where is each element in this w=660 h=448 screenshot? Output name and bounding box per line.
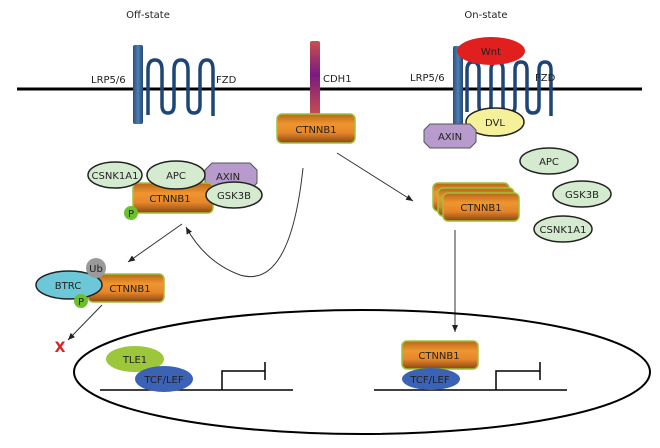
gsk3b-complex-label: GSK3B [217, 191, 251, 202]
phospho-complex [124, 206, 138, 220]
ctnnb1-complex-label: CTNNB1 [149, 194, 190, 205]
degraded-mark: X [55, 340, 66, 356]
degradation-complex: CTNNB1 BTRC Ub P [35, 258, 165, 308]
ctnnb1-cdh1-bound: CTNNB1 [276, 113, 356, 144]
lrp-right-label: LRP5/6 [410, 73, 445, 84]
fzd-left-label: FZD [216, 75, 237, 86]
ctnnb1-stack-label: CTNNB1 [460, 203, 501, 214]
apc-free-label: APC [539, 157, 559, 168]
axin-membrane: AXIN [423, 123, 477, 149]
gsk3b-complex [205, 181, 263, 209]
fzd-right-label: FZD [535, 73, 556, 84]
dvl-label: DVL [485, 118, 505, 129]
btrc-label: BTRC [55, 281, 81, 292]
cdh1-label: CDH1 [323, 74, 352, 85]
promoter-off [221, 362, 266, 390]
ubiquitin-label: Ub [89, 264, 103, 275]
phospho-degradation-label: P [78, 297, 84, 308]
cdh1-protein [310, 41, 320, 116]
apc-complex-label: APC [166, 171, 186, 182]
off-state-title: Off-state [126, 10, 170, 21]
ctnnb1-stack: CTNNB1 [432, 182, 520, 222]
ubiquitin [86, 258, 106, 278]
dvl-protein: DVL [465, 107, 525, 137]
tcf-lef-on-label: TCF/LEF [409, 375, 450, 386]
csnk1a1-free: CSNK1A1 [533, 215, 593, 243]
axin-membrane-label: AXIN [438, 132, 462, 143]
wnt-ligand: Wnt [457, 37, 525, 65]
tcf-lef-off: TCF/LEF [135, 366, 193, 392]
arrow-release-to-complex [185, 167, 304, 277]
apc-free: APC [519, 147, 579, 175]
tle1-protein: TLE1 [106, 346, 164, 372]
ctnnb1-nuclear-label: CTNNB1 [418, 351, 459, 362]
phospho-degradation [74, 294, 88, 308]
on-state-title: On-state [464, 10, 507, 21]
nucleus [73, 309, 651, 435]
btrc-protein [35, 270, 103, 300]
tcf-lef-on: TCF/LEF [402, 368, 460, 390]
gsk3b-free-label: GSK3B [565, 190, 599, 201]
csnk1a1-complex-label: CSNK1A1 [92, 171, 139, 182]
phospho-complex-label: P [128, 209, 134, 220]
ctnnb1-cdh1-label: CTNNB1 [295, 125, 336, 136]
gsk3b-free: GSK3B [552, 180, 612, 208]
tcf-lef-off-label: TCF/LEF [143, 375, 184, 386]
arrow-to-stabilized [336, 152, 414, 202]
wnt-label: Wnt [481, 47, 501, 58]
apc-complex [146, 160, 206, 190]
fzd-left-receptor [146, 58, 215, 116]
arrow-complex-to-degradation [127, 223, 183, 263]
lrp-right-receptor [453, 46, 463, 128]
promoter-on [495, 362, 541, 390]
destruction-complex: AXIN CTNNB1 CSNK1A1 APC GSK3B P [87, 160, 263, 220]
csnk1a1-free-label: CSNK1A1 [540, 225, 587, 236]
arrow-to-degradation [67, 304, 103, 341]
lrp-left-receptor [133, 45, 143, 124]
axin-complex-label: AXIN [216, 172, 240, 183]
csnk1a1-complex [87, 161, 143, 189]
lrp-left-label: LRP5/6 [91, 75, 126, 86]
ctnnb1-degradation-label: CTNNB1 [109, 284, 150, 295]
ctnnb1-nuclear: CTNNB1 [401, 340, 479, 370]
tle1-label: TLE1 [122, 355, 147, 366]
